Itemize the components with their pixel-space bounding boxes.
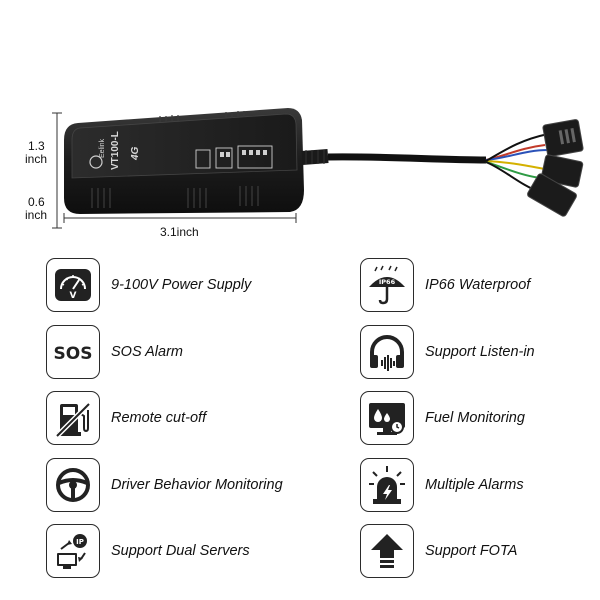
voltage-meter-icon: V bbox=[46, 258, 100, 312]
feature-label: IP66 Waterproof bbox=[425, 277, 531, 293]
feature-label: Fuel Monitoring bbox=[425, 410, 525, 426]
feature-listen-in: Support Listen-in bbox=[360, 325, 535, 379]
feature-label: Support Dual Servers bbox=[111, 543, 250, 559]
feature-multiple-alarms: Multiple Alarms bbox=[360, 458, 524, 512]
feature-power-supply: V 9-100V Power Supply bbox=[46, 258, 251, 312]
feature-label: SOS Alarm bbox=[111, 344, 183, 360]
dimension-height-b-unit: inch bbox=[25, 208, 48, 222]
dimension-length: 3.1inch bbox=[160, 225, 199, 239]
dual-server-icon: IP bbox=[46, 524, 100, 578]
feature-label: Support Listen-in bbox=[425, 344, 535, 360]
headphones-icon bbox=[360, 325, 414, 379]
feature-remote-cutoff: Remote cut-off bbox=[46, 391, 206, 445]
feature-fuel-monitoring: Fuel Monitoring bbox=[360, 391, 525, 445]
device-brand: Eelink bbox=[99, 138, 106, 158]
device-body bbox=[64, 108, 304, 214]
svg-text:V: V bbox=[70, 291, 77, 301]
dimension-lines bbox=[52, 112, 297, 229]
feature-label: Remote cut-off bbox=[111, 410, 207, 426]
fuel-monitor-icon bbox=[360, 391, 414, 445]
feature-label: Multiple Alarms bbox=[425, 477, 524, 493]
dual-server-icon-text: IP bbox=[76, 538, 84, 546]
feature-waterproof: IP66 IP66 Waterproof bbox=[360, 258, 530, 312]
cable bbox=[301, 133, 551, 193]
feature-label: Driver Behavior Monitoring bbox=[111, 477, 283, 493]
feature-driver-behavior: Driver Behavior Monitoring bbox=[46, 458, 283, 512]
feature-label: 9-100V Power Supply bbox=[111, 277, 252, 293]
device-model: VT100-L bbox=[110, 131, 121, 170]
umbrella-icon-text: IP66 bbox=[379, 278, 396, 286]
dimension-height-a-unit: inch bbox=[25, 152, 48, 166]
feature-dual-servers: IP Support Dual Servers bbox=[46, 524, 250, 578]
upload-arrow-icon bbox=[360, 524, 414, 578]
fuel-pump-cutoff-icon bbox=[46, 391, 100, 445]
sos-icon: SOS bbox=[46, 325, 100, 379]
alarm-light-icon bbox=[360, 458, 414, 512]
feature-label: Support FOTA bbox=[425, 543, 518, 559]
feature-fota: Support FOTA bbox=[360, 524, 517, 578]
umbrella-icon: IP66 bbox=[360, 258, 414, 312]
steering-wheel-icon bbox=[46, 458, 100, 512]
device-print: Eelink VT100-L 4G bbox=[99, 131, 141, 170]
dimension-height-b-value: 0.6 bbox=[28, 195, 45, 209]
product-photo: Eelink VT100-L 4G 1.3 bbox=[0, 0, 600, 250]
device-network-badge: 4G bbox=[130, 146, 141, 161]
sos-icon-text: SOS bbox=[54, 344, 93, 364]
gps-tracker-device-illustration: Eelink VT100-L 4G bbox=[52, 108, 584, 229]
dimension-height-a-value: 1.3 bbox=[28, 139, 45, 153]
feature-sos-alarm: SOS SOS Alarm bbox=[46, 325, 183, 379]
